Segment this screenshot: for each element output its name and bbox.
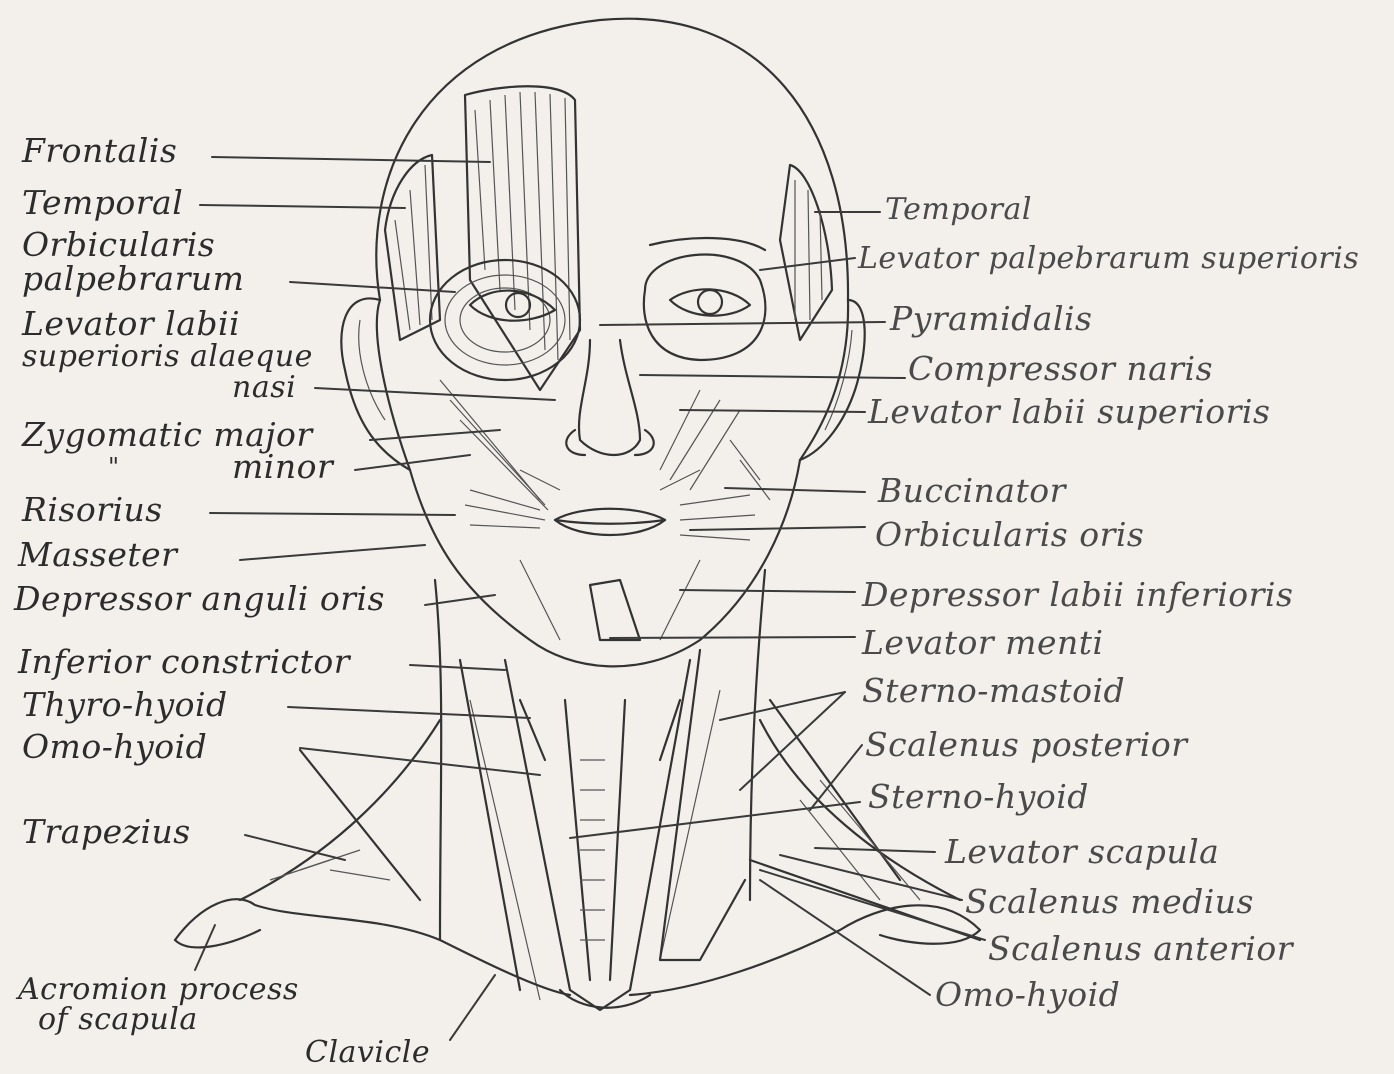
label-frontalis: Frontalis [22, 134, 177, 167]
label-levator-palpebrarum-superioris: Levator palpebrarum superioris [858, 244, 1359, 274]
label-depressor-anguli-oris: Depressor anguli oris [14, 582, 385, 615]
label-clavicle: Clavicle [305, 1038, 430, 1068]
label-thyro-hyoid: Thyro-hyoid [22, 688, 228, 721]
label-inferior-constrictor: Inferior constrictor [18, 645, 350, 678]
label-orbicularis-oris: Orbicularis oris [875, 518, 1144, 551]
label-buccinator: Buccinator [878, 474, 1066, 507]
label-pyramidalis: Pyramidalis [890, 302, 1093, 335]
cheek-muscles [440, 380, 770, 510]
label-depressor-labii-inferioris: Depressor labii inferioris [862, 578, 1293, 611]
label-compressor-naris: Compressor naris [908, 352, 1213, 385]
label-acromion-line2: of scapula [38, 1005, 198, 1035]
label-scalenus-anterior: Scalenus anterior [988, 932, 1293, 965]
head-outline [341, 19, 864, 667]
label-levator-labii-line3: nasi [232, 373, 296, 403]
label-trapezius: Trapezius [22, 815, 191, 848]
label-acromion-line1: Acromion process [18, 975, 299, 1005]
label-levator-menti: Levator menti [862, 626, 1104, 659]
label-levator-labii-line1: Levator labii [22, 307, 240, 340]
label-masseter: Masseter [18, 538, 177, 571]
label-orbicularis-line2: palpebrarum [22, 262, 244, 295]
label-scalenus-medius: Scalenus medius [965, 885, 1254, 918]
label-levator-scapula: Levator scapula [945, 835, 1219, 868]
label-temporal-left: Temporal [22, 186, 183, 219]
label-risorius: Risorius [22, 493, 163, 526]
label-zygomatic-ditto: " [108, 455, 120, 479]
label-omo-hyoid-right: Omo-hyoid [935, 978, 1120, 1011]
label-levator-labii-line2: superioris alaeque [22, 342, 313, 372]
chin [520, 560, 700, 640]
label-scalenus-posterior: Scalenus posterior [865, 728, 1187, 761]
nose-and-mouth [465, 340, 755, 540]
label-levator-labii-superioris: Levator labii superioris [868, 395, 1270, 428]
label-sterno-mastoid: Sterno-mastoid [862, 674, 1125, 707]
label-temporal-right: Temporal [885, 195, 1032, 225]
label-omo-hyoid-left: Omo-hyoid [22, 730, 207, 763]
label-sterno-hyoid: Sterno-hyoid [868, 780, 1089, 813]
label-orbicularis-line1: Orbicularis [22, 228, 215, 261]
eyes [430, 238, 765, 380]
frontalis-muscle [465, 86, 580, 390]
label-zygomatic-minor: minor [232, 450, 333, 483]
